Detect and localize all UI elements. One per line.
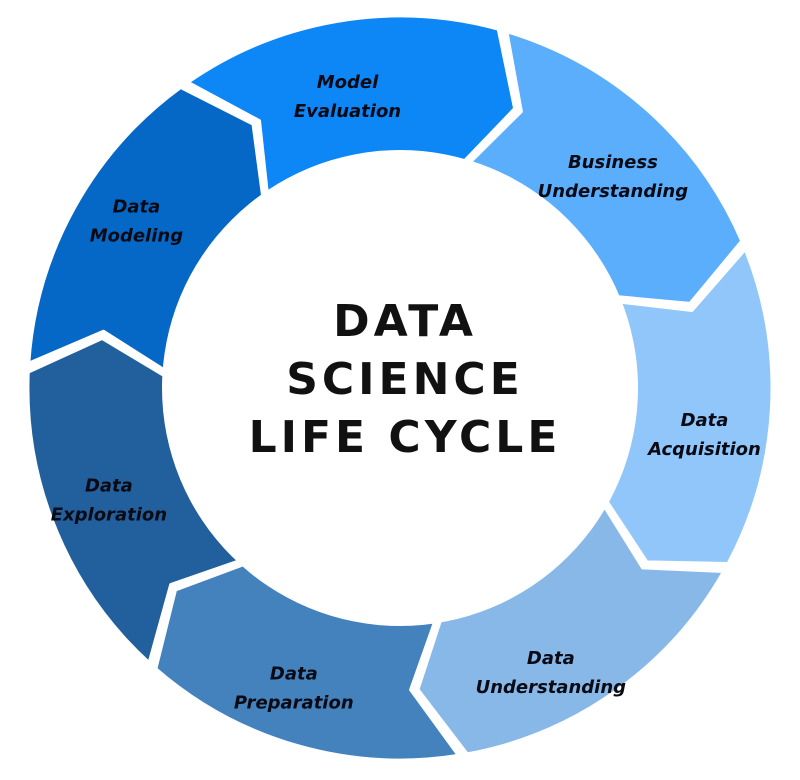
segment-label-line: Data [681, 410, 729, 431]
segment-label-line: Data [112, 197, 160, 218]
segment-label-line: Modeling [90, 226, 184, 247]
segment-label-line: Exploration [51, 505, 167, 526]
segment-label-line: Data [85, 476, 133, 497]
segment-label-line: Business [568, 152, 658, 173]
segment-label-line: Acquisition [646, 439, 761, 460]
segment-label-line: Understanding [538, 181, 689, 202]
segment-label-line: Data [270, 663, 318, 684]
center-circle [162, 150, 638, 626]
title-line-1: DATA [333, 296, 477, 347]
segment-label-line: Preparation [234, 692, 354, 713]
segment-label-line: Evaluation [294, 101, 401, 122]
title-line-2: SCIENCE [286, 354, 524, 405]
segment-label-line: Understanding [476, 677, 627, 698]
segment-label-line: Data [527, 648, 575, 669]
segment-label-line: Model [317, 72, 379, 93]
diagram-title: DATA SCIENCE LIFE CYCLE [200, 290, 610, 470]
title-line-3: LIFE CYCLE [248, 412, 562, 463]
